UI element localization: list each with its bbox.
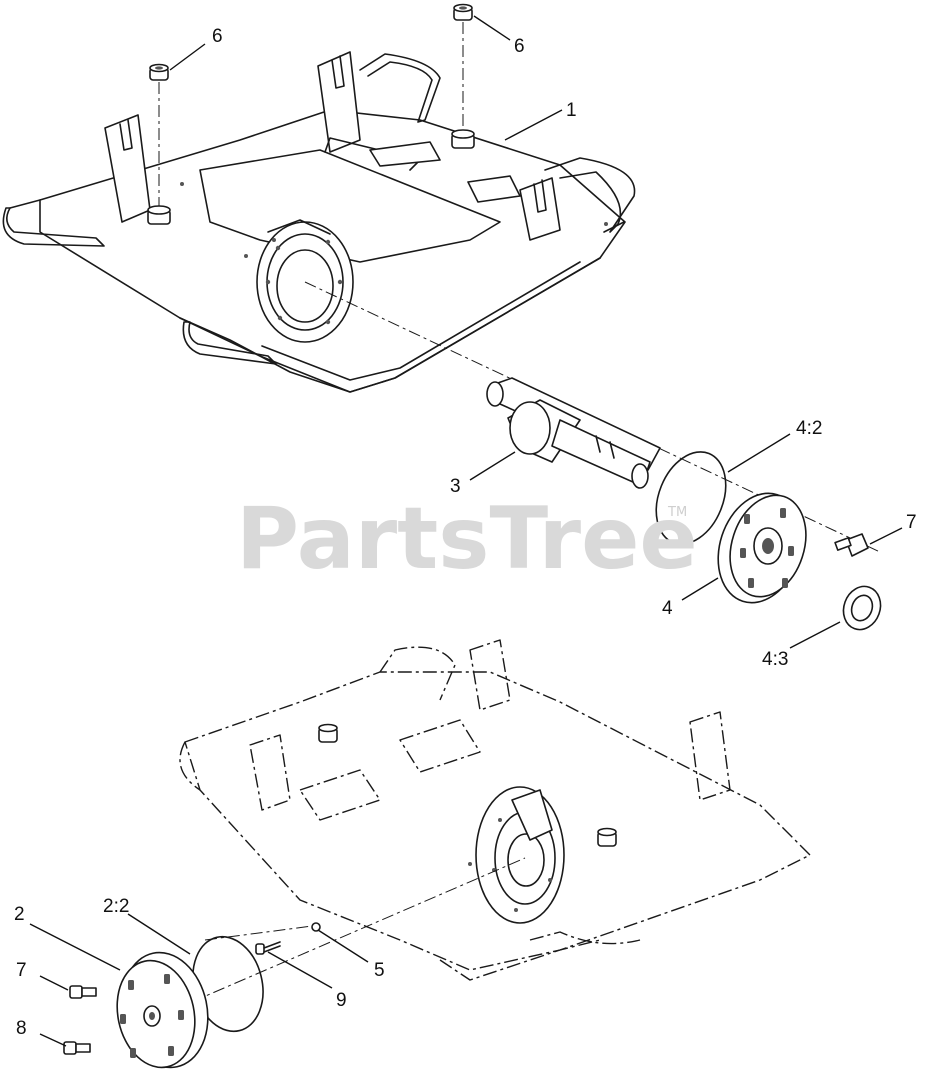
callout-8: 8 [16,1018,27,1039]
callout-9: 9 [336,990,347,1011]
bolt-7-lower[interactable] [69,985,97,999]
isolator-lower-left[interactable] [318,723,338,743]
watermark-trademark: TM [667,505,687,520]
callout-3: 3 [450,476,461,497]
o-ring-upper[interactable] [643,442,738,555]
callout-5: 5 [374,960,385,981]
bearing-housing-lower[interactable] [108,945,219,1071]
bolt-7-upper[interactable] [834,533,869,557]
isolator-6-left[interactable] [149,63,169,81]
watermark-text: PartsTree [236,489,698,589]
bearing-housing-upper[interactable] [705,482,819,613]
callout-2-2: 2:2 [103,896,129,917]
leader-lines [29,15,903,1047]
isolator-mount-right[interactable] [451,129,475,149]
screw-9[interactable] [255,941,281,955]
callout-4-3: 4:3 [762,649,788,670]
washer-5[interactable] [311,922,321,932]
callout-6-right: 6 [514,36,525,57]
callout-6-left: 6 [212,26,223,47]
callout-4: 4 [662,598,673,619]
housing-lower[interactable] [468,786,565,924]
isolator-6-right[interactable] [453,3,473,21]
callout-1: 1 [566,100,577,121]
bolt-8-lower[interactable] [63,1041,91,1055]
isolator-lower-right[interactable] [597,827,617,847]
frame-lower-ghost [179,639,811,981]
callout-7-lower: 7 [16,960,27,981]
frame-upper[interactable] [2,51,636,393]
isolator-mount-left[interactable] [147,205,171,225]
callout-2: 2 [14,904,25,925]
seal-4-3[interactable] [838,581,887,635]
eccentric-shaft[interactable] [486,377,661,489]
callout-4-2: 4:2 [796,418,822,439]
callout-7-upper: 7 [906,512,917,533]
